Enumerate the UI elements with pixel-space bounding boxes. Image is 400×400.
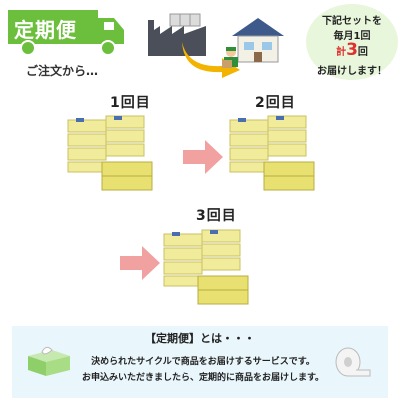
footer-title: 【定期便】とは・・・ — [145, 332, 255, 345]
info-circle — [306, 4, 398, 80]
info-line-3: 計3回 — [300, 40, 400, 60]
toilet-roll-icon — [335, 347, 371, 377]
info-count-suffix: 回 — [357, 47, 368, 58]
info-line-1: 下記セットを — [322, 16, 382, 27]
delivery-person-icon — [222, 47, 238, 68]
info-count-prefix: 計 — [336, 47, 347, 58]
product-set-2 — [229, 115, 315, 191]
delivery-label-1: 1回目 — [110, 95, 151, 111]
info-line-2: 毎月1回 — [333, 31, 371, 42]
footer-panel — [12, 326, 388, 398]
tissue-box-icon — [28, 346, 70, 376]
order-text: ご注文から… — [26, 64, 99, 78]
arrow-right-icon — [183, 140, 223, 174]
delivery-label-2: 2回目 — [255, 95, 296, 111]
badge-title: 定期便 — [14, 18, 77, 42]
product-set-1 — [67, 115, 153, 191]
delivery-label-3: 3回目 — [196, 208, 237, 224]
curved-arrow-icon — [182, 42, 240, 78]
house-icon — [232, 18, 284, 63]
truck-icon — [8, 10, 124, 56]
product-set-3 — [163, 229, 249, 305]
info-line-4: お届けします！ — [317, 66, 387, 77]
footer-line-2: お申込みいただきましたら、定期的に商品をお届けします。 — [81, 373, 325, 383]
info-count: 3 — [346, 40, 358, 60]
factory-icon — [148, 13, 206, 56]
footer-line-1: 決められたサイクルで商品をお届けするサービスです。 — [91, 357, 315, 367]
arrow-right-icon — [120, 246, 160, 280]
